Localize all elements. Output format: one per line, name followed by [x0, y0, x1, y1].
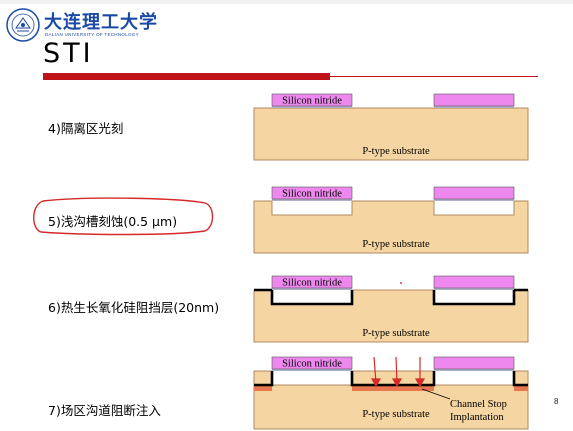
slide-title: STI: [43, 38, 94, 69]
substrate: [253, 200, 529, 254]
pad-oxide: [434, 106, 514, 108]
handwritten-highlight-circle: [33, 197, 214, 236]
stray-mark: [400, 282, 402, 284]
substrate-label: P-type substrate: [362, 239, 430, 250]
nitride-label: Silicon nitride: [282, 96, 342, 107]
substrate-label: P-type substrate: [362, 409, 430, 420]
callout-leader: [421, 388, 451, 400]
university-name-cn: 大连理工大学: [44, 12, 158, 33]
diagram-step-7: Silicon nitride P-type substrate Channel…: [253, 356, 529, 430]
pad-oxide: [272, 106, 352, 108]
diagram-step-4: Silicon nitride P-type substrate: [253, 93, 529, 161]
university-seal-icon: [6, 8, 40, 42]
channel-stop-label: Channel Stop: [450, 399, 507, 410]
nitride-block: [271, 275, 353, 289]
thermal-oxide-liner: [254, 371, 528, 387]
step-6-label: 6)热生长氧化硅阻挡层(20nm): [48, 300, 220, 315]
substrate: [253, 107, 529, 161]
university-name-en: DALIAN UNIVERSITY OF TECHNOLOGY: [45, 32, 139, 37]
channel-stop-implant: [352, 386, 434, 391]
nitride-block: [271, 186, 353, 200]
pad-oxide: [434, 288, 514, 290]
nitride-label: Silicon nitride: [282, 189, 342, 200]
substrate-label: P-type substrate: [362, 328, 430, 339]
channel-stop-implant: [254, 386, 272, 391]
diagram-step-5: Silicon nitride P-type substrate: [253, 186, 529, 254]
top-border: [0, 0, 573, 4]
pad-oxide: [434, 199, 514, 201]
nitride-block: [433, 93, 515, 107]
nitride-block: [271, 356, 353, 370]
step-4-label: 4)隔离区光刻: [48, 121, 124, 136]
title-underline-bar: [43, 73, 330, 80]
page-number: 8: [554, 397, 559, 406]
title-underline-thin: [330, 76, 538, 77]
pad-oxide: [434, 369, 514, 371]
implantation-label: Implantation: [450, 412, 504, 423]
diagram-step-6: Silicon nitride P-type substrate: [253, 275, 529, 343]
pad-oxide: [272, 199, 352, 201]
nitride-label: Silicon nitride: [282, 359, 342, 370]
nitride-block: [433, 356, 515, 370]
nitride-label: Silicon nitride: [282, 278, 342, 289]
nitride-block: [433, 186, 515, 200]
nitride-block: [433, 275, 515, 289]
substrate-label: P-type substrate: [362, 146, 430, 157]
step-7-label: 7)场区沟道阻断注入: [48, 403, 161, 418]
implant-arrows: [370, 356, 426, 388]
step-5-label: 5)浅沟槽刻蚀(0.5 μm): [48, 214, 178, 229]
channel-stop-implant: [514, 386, 528, 391]
pad-oxide: [272, 369, 352, 371]
pad-oxide: [272, 288, 352, 290]
nitride-block: [271, 93, 353, 107]
thermal-oxide-liner: [254, 288, 528, 306]
